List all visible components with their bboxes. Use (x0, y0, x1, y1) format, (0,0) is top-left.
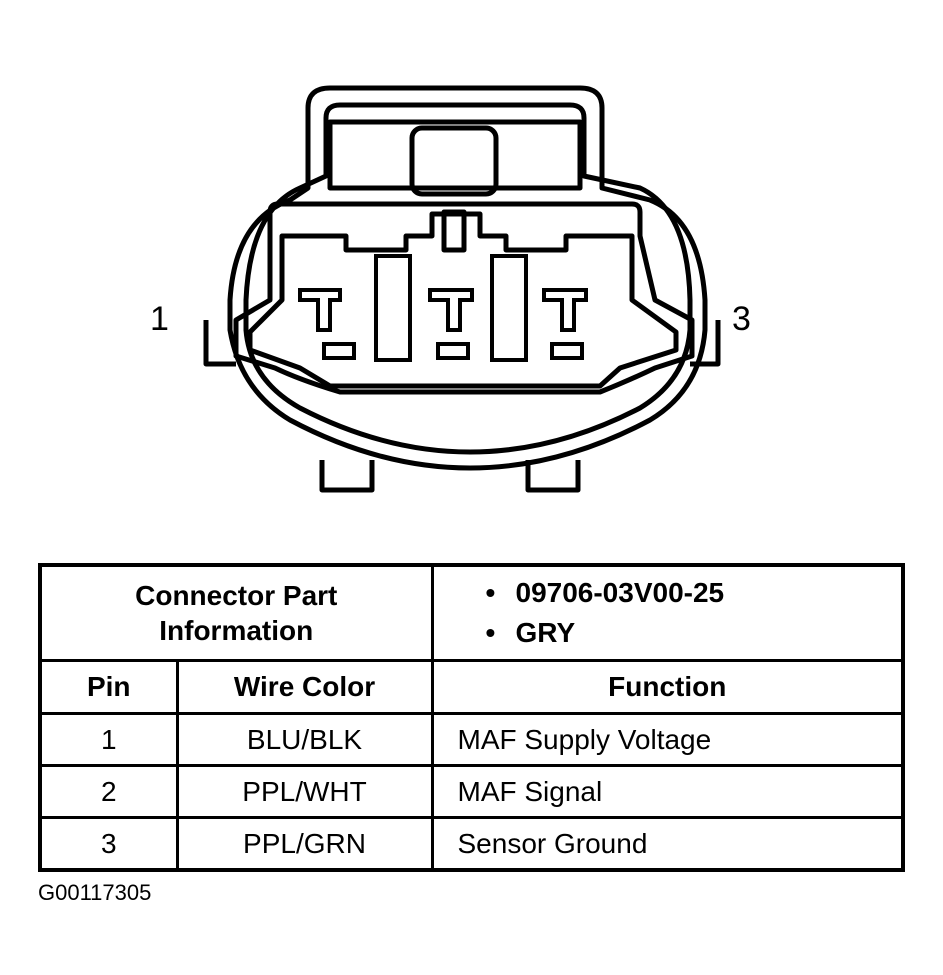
housing-face (233, 201, 695, 395)
figure-id: G00117305 (38, 880, 152, 905)
header-pin: Pin (38, 659, 179, 715)
table-row: 3 PPL/GRN Sensor Ground (38, 816, 905, 872)
function-cell: MAF Signal (430, 764, 905, 819)
function-cell: Sensor Ground (430, 816, 905, 872)
locking-tab-window (327, 119, 583, 191)
terminal-pin-1 (298, 288, 342, 332)
side-latch-left (203, 320, 236, 367)
terminal-pin-2 (428, 288, 474, 332)
bottom-key-left (319, 460, 375, 493)
center-key-slot (441, 209, 467, 253)
pin-cell: 2 (38, 764, 179, 819)
locking-tab (409, 125, 499, 197)
header-function: Function (430, 659, 905, 715)
separator-wall-right (490, 254, 528, 362)
part-info-title-line1: Connector Part (135, 580, 338, 611)
part-number: 09706-03V00-25 (486, 573, 902, 613)
wire-color-cell: BLU/BLK (175, 712, 434, 767)
terminal-pin-3 (542, 288, 588, 332)
connector-inner-shell (243, 102, 693, 455)
terminal-pin-2-slot (436, 342, 470, 360)
pin-1-label: 1 (150, 300, 169, 338)
header-row: Pin Wire Color Function (38, 659, 905, 715)
side-latch-right (690, 320, 721, 367)
pin-3-label: 3 (732, 300, 751, 338)
wire-color-cell: PPL/GRN (175, 816, 434, 872)
bottom-key-right (525, 460, 581, 493)
function-cell: MAF Supply Voltage (430, 712, 905, 767)
pin-cell: 1 (38, 712, 179, 767)
part-info-title-line2: Information (159, 615, 314, 646)
terminal-pin-3-slot (550, 342, 584, 360)
pin-cell: 3 (38, 816, 179, 872)
separator-wall-left (374, 254, 412, 362)
table-row: 1 BLU/BLK MAF Supply Voltage (38, 712, 905, 767)
connector-info-table: Connector Part Information 09706-03V00-2… (38, 563, 905, 872)
table-row: 2 PPL/WHT MAF Signal (38, 764, 905, 819)
connector-face-diagram (203, 85, 721, 493)
wire-color-cell: PPL/WHT (175, 764, 434, 819)
terminal-pin-1-slot (322, 342, 356, 360)
inner-cavity (247, 211, 679, 389)
part-info-row: Connector Part Information 09706-03V00-2… (38, 563, 905, 662)
part-info-title-cell: Connector Part Information (38, 563, 434, 662)
part-info-values-cell: 09706-03V00-25 GRY (430, 563, 905, 662)
connector-color: GRY (486, 613, 902, 653)
header-wire-color: Wire Color (175, 659, 434, 715)
